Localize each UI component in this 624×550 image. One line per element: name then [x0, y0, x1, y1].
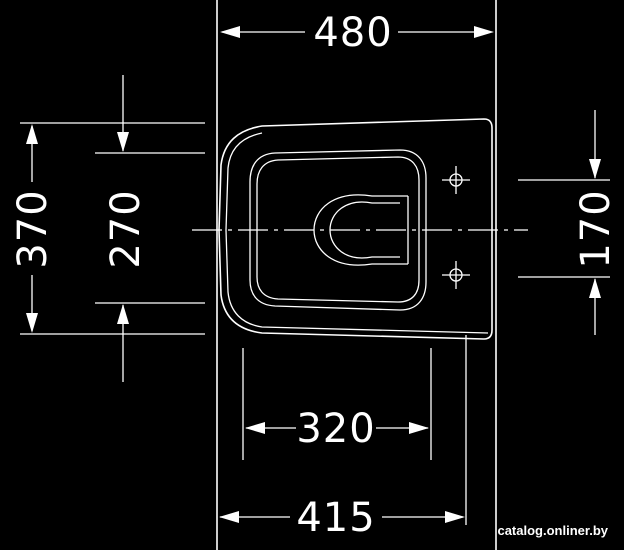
- dimension-label-370: 370: [10, 189, 56, 268]
- mounting-hole-bottom: [442, 261, 470, 289]
- dimension-label-480: 480: [313, 10, 392, 56]
- dimension-label-415: 415: [296, 495, 375, 541]
- toilet-bowl-inner: [256, 156, 420, 303]
- dimension-bottom-inner: 320: [245, 406, 429, 452]
- dimension-left-outer: 370: [10, 122, 205, 335]
- dimension-label-270: 270: [103, 189, 149, 268]
- watermark-text: catalog.onliner.by: [497, 523, 608, 538]
- dimension-left-inner: 270: [95, 75, 205, 382]
- dimension-top: 480: [220, 10, 494, 56]
- toilet-bowl-rim: [249, 149, 427, 311]
- toilet-outer-outline: [218, 118, 493, 340]
- dimension-right: 170: [518, 110, 619, 335]
- dimension-label-320: 320: [296, 406, 375, 452]
- mounting-hole-top: [442, 166, 470, 194]
- dimension-bottom-outer: 415: [219, 495, 465, 541]
- dimension-label-170: 170: [573, 189, 619, 268]
- toilet-outline-offset: [225, 132, 489, 334]
